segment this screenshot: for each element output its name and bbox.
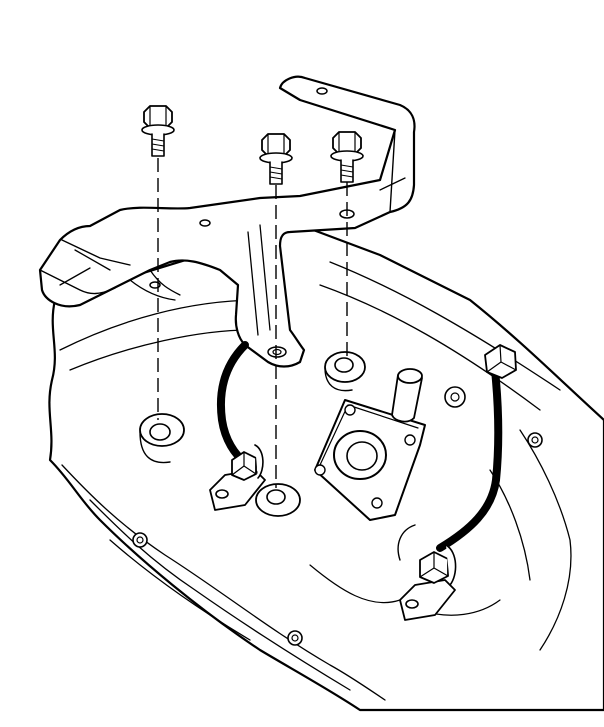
fuel-line-fitting	[209, 444, 266, 511]
sensor-nozzle	[391, 368, 423, 423]
bolt	[141, 105, 175, 157]
block-boss-center	[255, 483, 301, 517]
block-boss-left	[139, 413, 185, 464]
fuel-line-fitting	[397, 524, 457, 621]
fuel-line	[216, 341, 517, 552]
mounting-bracket	[38, 75, 416, 368]
bolt	[330, 131, 364, 183]
alignment-guide-line	[157, 158, 348, 488]
sensor-plate	[314, 368, 426, 521]
fuel-line-cap-nut	[484, 344, 517, 379]
block-bolt-heads	[132, 386, 543, 646]
bolt	[259, 133, 293, 185]
block-boss-right	[324, 351, 366, 392]
